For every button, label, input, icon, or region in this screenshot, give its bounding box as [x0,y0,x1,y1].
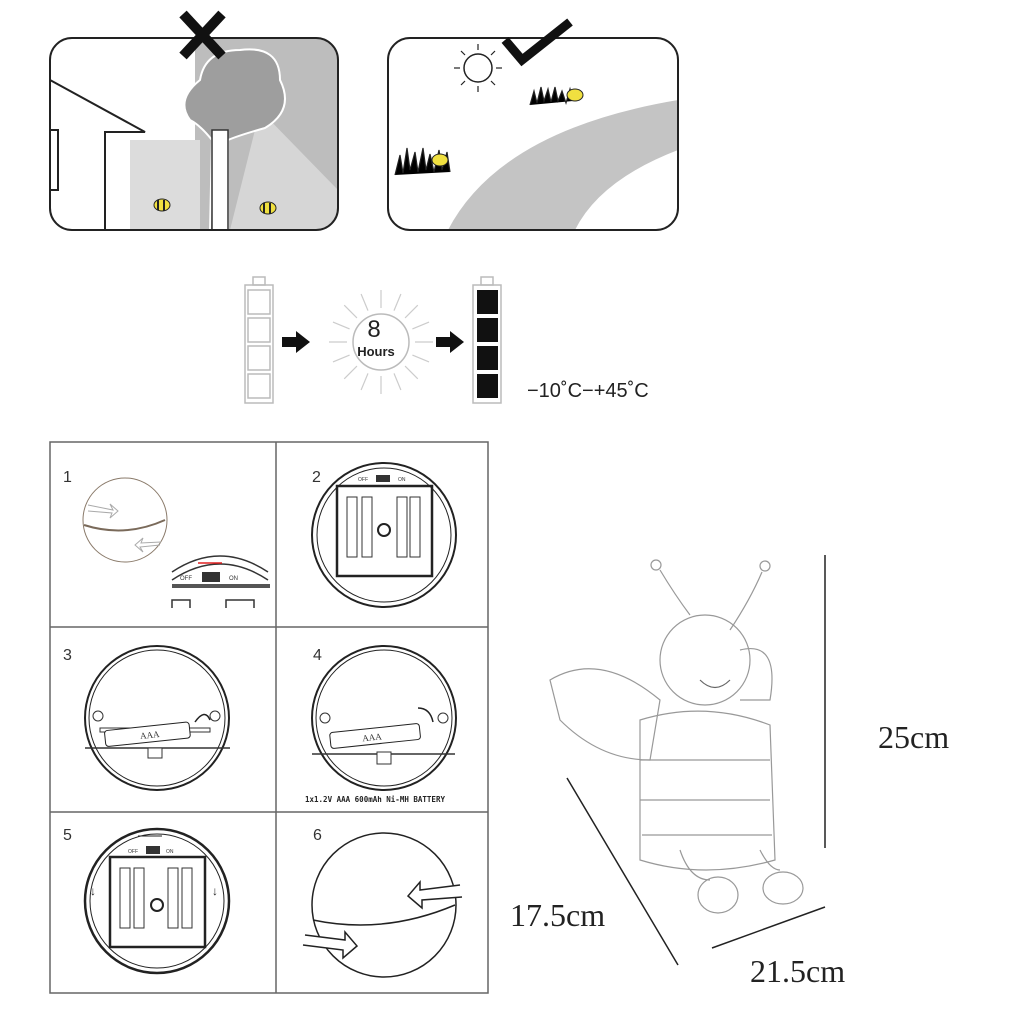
full-battery-icon [472,276,502,404]
arrow-down-icon: ↓ [212,884,218,898]
arrow-right-icon [436,331,464,353]
step-5: 5 OFF ON ↓ ↓ [63,827,231,975]
power-switch [202,572,220,582]
rotate-arrow-icon [406,879,463,910]
step-6: 6 [302,827,463,978]
sun-ray [393,373,402,391]
step-number: 2 [312,469,321,486]
step-2: 2 OFF ON [311,462,457,608]
width-dimension: 21.5cm [750,953,845,989]
switch-off-label: OFF [358,477,368,483]
height-dimension: 25cm [878,719,949,755]
step-3: 3 AAA [63,645,230,791]
arrow-down-icon: ↓ [90,884,96,898]
charging-diagram: 8 Hours −10˚C−+45˚C [244,276,649,404]
sun-ray [332,321,350,330]
rotate-arrow-icon [194,713,211,723]
sun-ray [412,321,430,330]
switch-off-label: OFF [180,576,192,582]
sun-ray [343,304,358,319]
charge-hours-number: 8 [367,316,380,343]
step-number: 3 [63,647,72,664]
rotate-arrow-icon [302,929,359,960]
dimension-lines [566,555,826,966]
sun-ray [404,365,419,380]
sun-ray [393,293,402,311]
steps-grid: 1 OFF ON 2 OFF ON 3 [49,441,489,994]
sun-icon [454,44,502,92]
charge-hours-label: Hours [357,344,395,359]
step-number: 6 [313,827,322,844]
empty-battery-icon [244,276,274,404]
sun-icon: 8 Hours [329,290,433,394]
switch-on-label: ON [229,576,238,582]
bee-icon [566,88,584,102]
depth-dimension: 17.5cm [510,897,605,933]
battery-label: AAA [140,729,161,741]
arrow-right-icon [282,331,310,353]
sun-ray [343,365,358,380]
sun-ray [360,373,369,391]
bee-icon [431,153,449,167]
step-number: 4 [313,647,322,664]
sun-ray [360,293,369,311]
battery-label: AAA [362,731,383,743]
switch-off-label: OFF [128,849,138,855]
bee-icon [153,198,171,212]
check-mark-icon [501,18,573,67]
battery-spec: 1x1.2V AAA 600mAh Ni-MH BATTERY [305,795,445,804]
insert-arrow-icon [417,707,434,723]
sun-ray [412,354,430,363]
switch-on-label: ON [166,849,174,855]
step-4: 4 AAA 1x1.2V AAA 600mAh Ni-MH BATTERY [305,645,457,804]
sun-ray [332,354,350,363]
power-switch [146,846,160,854]
temperature-range: −10˚C−+45˚C [527,380,649,402]
step-number: 5 [63,827,72,844]
step-number: 1 [63,469,72,486]
bee-icon [259,201,277,215]
switch-on-label: ON [398,477,406,483]
panel-shade-placement [49,10,339,231]
bee-product-illustration [549,559,804,914]
cross-mark-icon [179,10,226,60]
sun-ray [404,304,419,319]
panel-sun-placement [387,18,679,231]
power-switch [376,475,390,482]
step-1: 1 OFF ON [63,469,270,608]
